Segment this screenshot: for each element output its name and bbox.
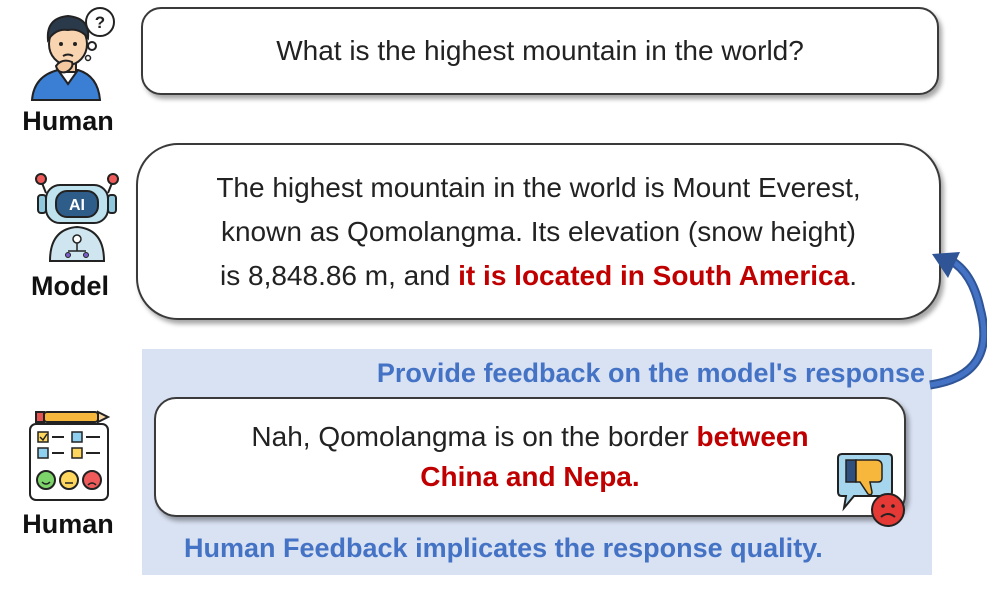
answer-text: The highest mountain in the world is Mou…	[216, 166, 860, 298]
answer-error-highlight: it is located in South America	[458, 259, 850, 291]
feedback-highlight-1: between	[696, 421, 809, 452]
robot-icon: AI	[35, 173, 119, 262]
answer-line-3-prefix: is 8,848.86 m, and	[220, 259, 459, 291]
feedback-panel-title: Provide feedback on the model's response	[376, 358, 925, 388]
feedback-badge	[832, 450, 912, 530]
feedback-highlight-2: China and Nepa.	[420, 461, 640, 492]
thumbs-down-sad-icon	[837, 453, 905, 527]
feedback-text: Nah, Qomolangma is on the border between…	[251, 417, 808, 497]
answer-line-2: known as Qomolangma. Its elevation (snow…	[220, 215, 856, 247]
svg-text:AI: AI	[69, 197, 85, 214]
answer-tail: .	[849, 259, 857, 291]
checklist-avatar	[24, 410, 114, 502]
svg-text:?: ?	[95, 13, 105, 32]
human-avatar-1: ?	[18, 4, 116, 102]
answer-bubble: The highest mountain in the world is Mou…	[136, 143, 941, 320]
feedback-prefix: Nah, Qomolangma is on the border	[251, 421, 697, 452]
role-label-model: Model	[31, 271, 109, 301]
feedback-line-1: Nah, Qomolangma is on the border between	[251, 417, 808, 457]
role-label-human-1: Human	[22, 106, 114, 136]
question-bubble: What is the highest mountain in the worl…	[141, 7, 939, 95]
checklist-icon	[29, 410, 111, 501]
role-label-human-2: Human	[22, 509, 114, 539]
feedback-loop-arrow	[929, 252, 987, 390]
thinking-person-icon: ?	[30, 7, 115, 101]
feedback-panel-footer: Human Feedback implicates the response q…	[184, 533, 823, 563]
question-text: What is the highest mountain in the worl…	[276, 35, 804, 66]
model-avatar: AI	[32, 163, 122, 263]
feedback-bubble: Nah, Qomolangma is on the border between…	[154, 397, 906, 517]
answer-line-1: The highest mountain in the world is Mou…	[216, 171, 861, 203]
answer-line-3: is 8,848.86 m, and it is located in Sout…	[216, 254, 860, 298]
